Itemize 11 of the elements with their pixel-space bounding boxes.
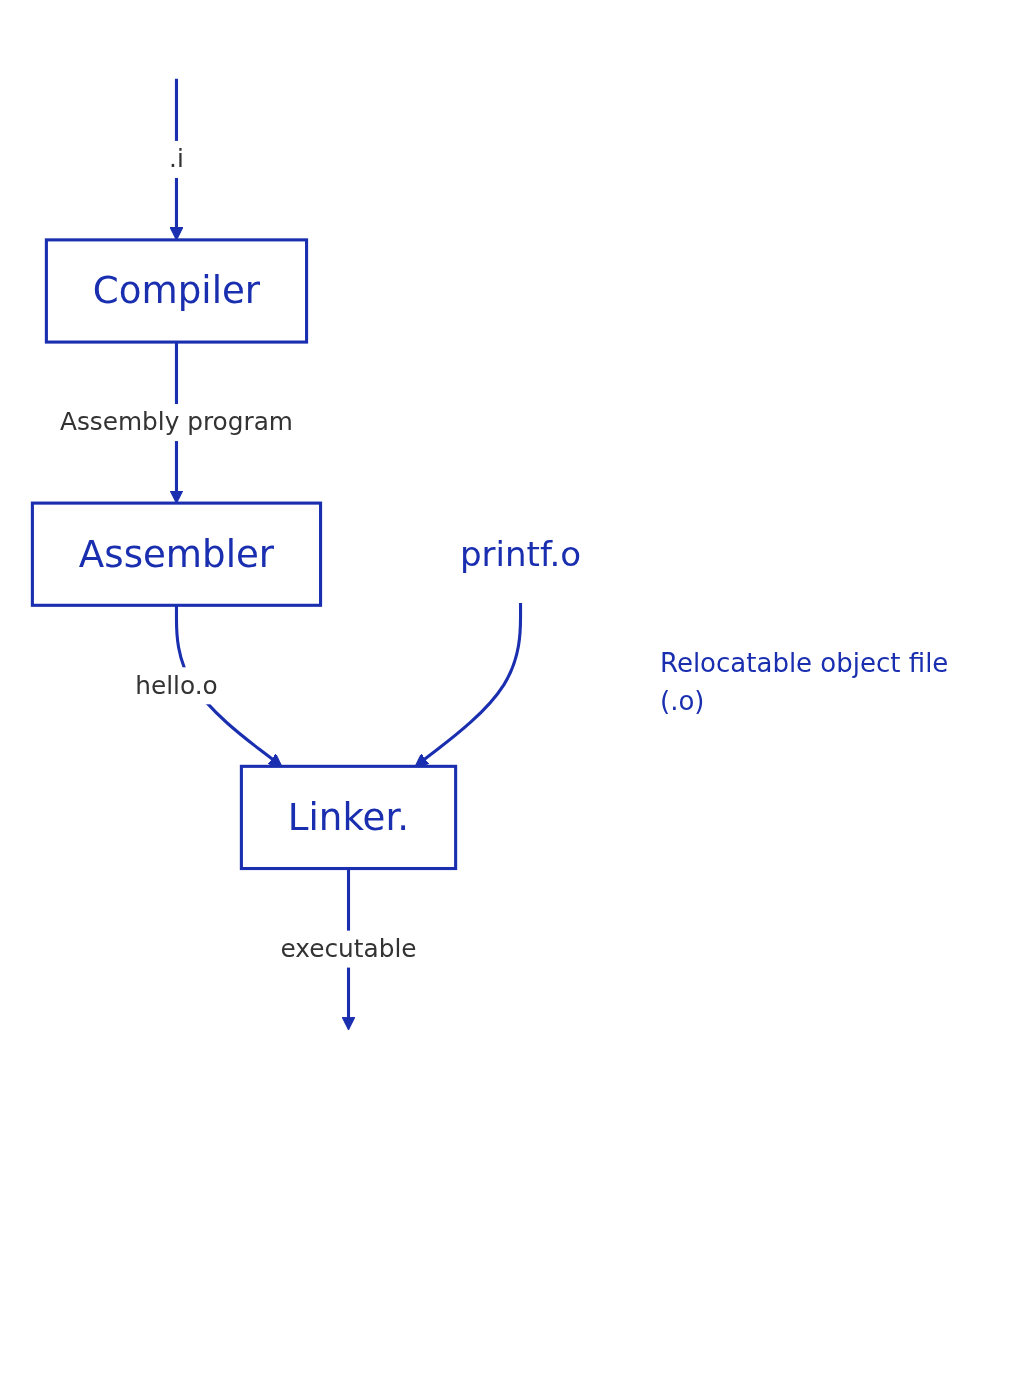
node-box: Compiler [44,238,309,344]
edge-label: Assembly program [59,407,293,437]
note-text: (.o) [660,686,706,716]
edge-label: hello.o [135,670,218,700]
node-box: Linker. [239,764,458,871]
node-box: Assembler [30,501,323,607]
arrow [414,603,523,767]
edge-label: executable [280,933,417,963]
note-text: Relocatable object file [660,648,949,678]
node-text: printf.o [459,534,582,574]
edge-label: .i [169,143,184,174]
